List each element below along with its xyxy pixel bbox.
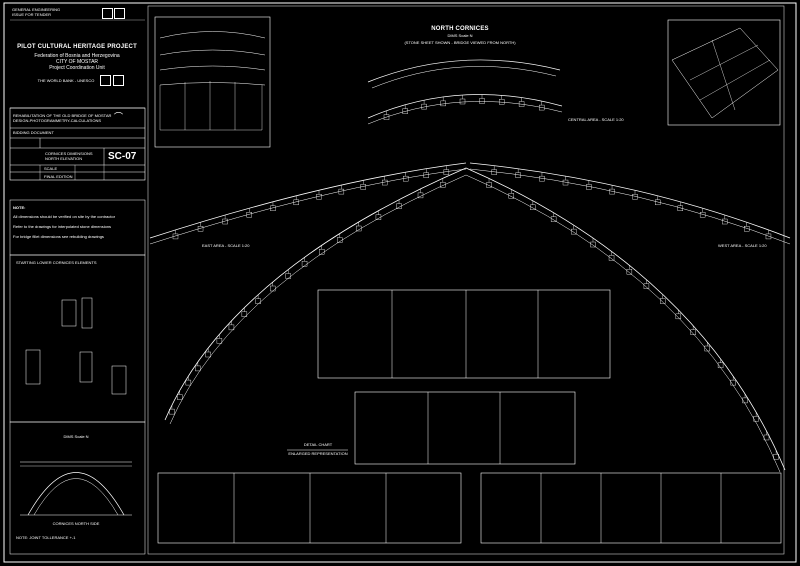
federation-line: Federation of Bosnia and Herzegovina: [34, 53, 120, 59]
dimension-marker: [270, 285, 276, 292]
rehab-line-1: REHABILITATION OF THE OLD BRIDGE OF MOST…: [13, 113, 112, 118]
note-line-1: All dimensions should be verified on sit…: [13, 214, 116, 219]
dimension-marker: [643, 283, 650, 289]
dimension-marker: [241, 311, 248, 317]
dimension-marker: [459, 98, 466, 105]
corner-detail-frame: [667, 19, 781, 126]
detail-row-3-left: [157, 472, 462, 544]
north-cornices-title: NORTH CORNICES: [431, 26, 489, 32]
sheet-code: SC-07: [108, 151, 137, 162]
drawing-title-1: CORNICES DIMENSIONS: [45, 151, 93, 156]
starting-elements-frame: [9, 254, 146, 423]
dimension-marker: [479, 98, 485, 104]
bridge-panel-caption: CORNICES NORTH SIDE: [52, 521, 100, 526]
central-arc-top: [367, 59, 561, 83]
unesco-logo-icon: [113, 75, 124, 86]
elevation-detail-frame: [154, 16, 271, 148]
logo-icon: [102, 8, 113, 19]
world-bank-logo-icon: [100, 75, 111, 86]
scale-label: SCALE: [44, 166, 58, 171]
detail-chart-title: DETAIL CHART: [303, 442, 333, 447]
dimension-marker: [195, 365, 201, 372]
sheet-frame: [3, 2, 797, 563]
east-arm: [149, 162, 467, 239]
final-edition: FINAL EDITION: [44, 174, 73, 179]
corner-line-1: GENERAL ENGINEERING: [12, 7, 61, 12]
central-arc-mid: [367, 94, 563, 119]
dimension-marker: [491, 169, 497, 175]
logo-icon: [114, 8, 125, 19]
bridge-elevation-frame: [9, 421, 146, 555]
rehab-line-2: DESIGN-PHOTOGRAMMETRY-CALCULATIONS: [13, 118, 102, 123]
outer-arch: [164, 167, 786, 471]
east-area-label: EAST AREA - SCALE 1:20: [202, 243, 250, 248]
west-area-label: WEST AREA - SCALE 1:20: [718, 243, 767, 248]
detail-row-3-right: [480, 472, 782, 544]
bridge-panel-scale: DIMS Scale N: [63, 434, 89, 439]
dimension-marker: [675, 313, 682, 320]
dimension-marker: [486, 182, 492, 188]
note-line-2: Refer to the drawings for interpolated s…: [13, 224, 112, 229]
unit-line: Project Coordination Unit: [49, 65, 105, 71]
north-cornices-scale: DIMS Scale N: [447, 33, 473, 38]
project-title: PILOT CULTURAL HERITAGE PROJECT: [17, 44, 137, 50]
north-cornices-subtitle: (STONE SHEET SHOWN - BRIDGE VIEWED FROM …: [404, 40, 516, 45]
detail-chart-subtitle: ENLARGED REPRESENTATION: [288, 451, 348, 456]
doc-type: BIDDING DOCUMENT: [13, 130, 54, 135]
starting-panel-heading: STARTING LOWER CORNICES ELEMENTS: [16, 260, 97, 265]
dimension-marker: [337, 237, 343, 243]
dimension-marker: [530, 204, 536, 211]
dimension-marker: [660, 298, 666, 304]
city-line: CITY OF MOSTAR: [55, 59, 99, 65]
detail-row-2: [354, 391, 576, 465]
dimension-marker: [626, 269, 633, 275]
notes-heading: NOTE:: [13, 205, 26, 210]
dimension-marker: [690, 329, 696, 335]
drawing-title-2: NORTH ELEVATION: [45, 156, 83, 161]
dimension-marker: [169, 408, 175, 415]
dimension-marker: [205, 351, 211, 358]
bridge-arch: [27, 472, 125, 516]
dimension-marker: [753, 416, 759, 422]
dimension-marker: [508, 193, 515, 199]
dimension-marker: [285, 273, 291, 279]
central-area-label: CENTRAL AREA - SCALE 1:20: [568, 117, 624, 122]
dimension-marker: [185, 379, 192, 386]
bridge-panel-note: NOTE: JOINT TOLLERANCE +-1: [16, 535, 76, 540]
inner-frame: [147, 5, 785, 555]
sponsors-line: THE WORLD BANK - UNESCO: [37, 78, 95, 83]
note-line-3: For bridge fillet dimensions see rebuild…: [13, 234, 104, 239]
dimension-marker: [255, 298, 261, 304]
dimension-marker: [177, 394, 183, 400]
detail-row-1: [317, 289, 611, 379]
dimension-marker: [515, 172, 521, 178]
title-block-frame: [9, 107, 146, 181]
bridge-logo-icon: ⌒: [114, 112, 124, 122]
dimension-ticks: [169, 94, 779, 460]
corner-line-2: ISSUE FOR TENDER: [12, 12, 52, 17]
